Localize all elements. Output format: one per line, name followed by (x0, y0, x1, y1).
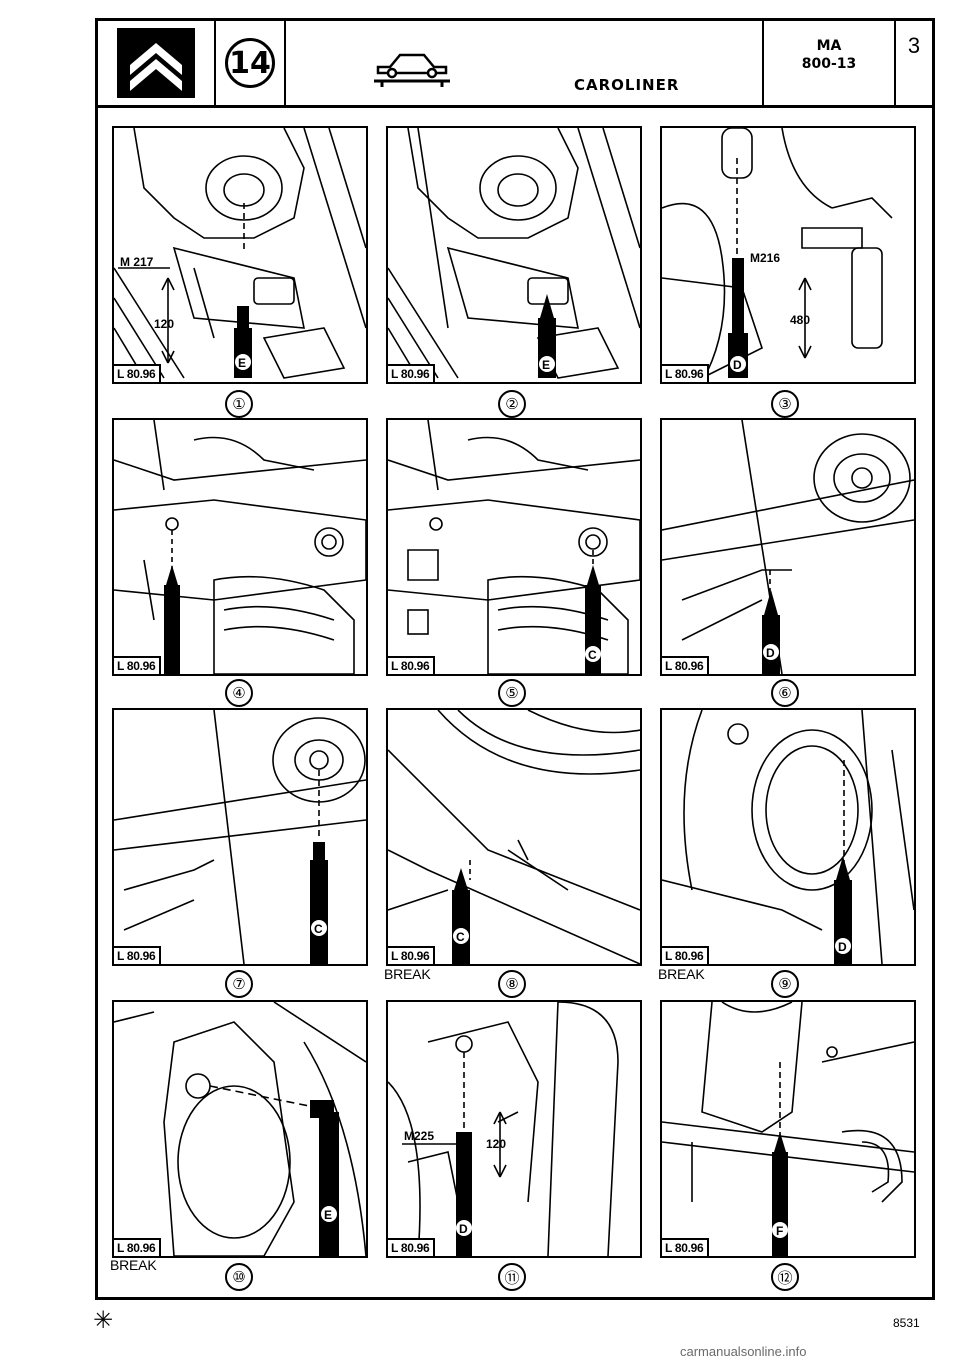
panel-8-drawing: C (388, 710, 640, 964)
title-cell: CAROLINER (286, 21, 764, 105)
asterisk-symbol: ✳ (93, 1306, 114, 1334)
code-line-2: 800-13 (801, 56, 857, 72)
panel-4-ref: L 80.96 (114, 656, 162, 674)
car-on-lift-icon (374, 53, 450, 87)
panel-6-tool-letter: D (766, 646, 775, 660)
panel-11-tool-letter: D (459, 1222, 468, 1236)
panel-3-tool-letter: D (733, 358, 742, 372)
panel-3-dimension: 480 (790, 313, 810, 327)
panel-5-drawing: C (388, 420, 640, 674)
code-line-1: MA (816, 38, 842, 54)
panel-10-tool-letter: E (324, 1208, 332, 1222)
panel-12-ref: L 80.96 (662, 1238, 710, 1256)
panel-7-ref: L 80.96 (114, 946, 162, 964)
citroen-logo-icon (117, 28, 195, 98)
panel-12: F L 80.96 (660, 1000, 916, 1258)
step-number-7: ⑦ (225, 970, 253, 998)
step-number-11: ⑪ (498, 1263, 526, 1291)
panel-8-note: BREAK (384, 966, 431, 982)
panel-9-note: BREAK (658, 966, 705, 982)
section-number: 14 (225, 38, 275, 88)
panel-5-ref: L 80.96 (388, 656, 436, 674)
section-number-cell: 14 (216, 21, 286, 105)
panel-1-ref: L 80.96 (114, 364, 162, 382)
panel-7: C L 80.96 (112, 708, 368, 966)
step-number-10: ⑩ (225, 1263, 253, 1291)
panel-1-tool-letter: E (238, 356, 246, 370)
panel-1-dimension: 120 (154, 317, 174, 331)
step-number-5: ⑤ (498, 679, 526, 707)
panel-3-tool-label: M216 (750, 251, 780, 265)
panel-5: C L 80.96 (386, 418, 642, 676)
panel-9-drawing: D (662, 710, 914, 964)
panel-11-drawing: D M225 120 (388, 1002, 619, 1256)
panel-11-dimension: 120 (486, 1137, 506, 1151)
panel-9-tool-letter: D (838, 940, 847, 954)
panel-2-ref: L 80.96 (388, 364, 436, 382)
panel-9: D L 80.96 (660, 708, 916, 966)
panel-2-drawing: E (388, 128, 640, 379)
panel-5-tool-letter: C (588, 648, 597, 662)
panel-12-drawing: F (662, 1002, 914, 1256)
doc-code-cell: MA 800-13 (764, 21, 896, 105)
panel-7-drawing: C (114, 710, 366, 964)
panel-3-ref: L 80.96 (662, 364, 710, 382)
page-title: CAROLINER (574, 76, 680, 94)
panel-1-drawing: M 217 120 E (114, 128, 366, 379)
panel-8: C L 80.96 (386, 708, 642, 966)
step-number-2: ② (498, 390, 526, 418)
panel-2: E L 80.96 (386, 126, 642, 384)
panel-11-tool-label: M225 (404, 1129, 434, 1143)
step-number-6: ⑥ (771, 679, 799, 707)
page-header: 14 CAROLINER MA 800-13 3 (95, 18, 935, 108)
panel-4: L 80.96 (112, 418, 368, 676)
illustration-frame (95, 108, 935, 1300)
step-number-8: ⑧ (498, 970, 526, 998)
step-number-1: ① (225, 390, 253, 418)
panel-3-drawing: D M216 480 (662, 128, 893, 382)
panel-11-ref: L 80.96 (388, 1238, 436, 1256)
panel-9-ref: L 80.96 (662, 946, 710, 964)
panel-6: D L 80.96 (660, 418, 916, 676)
panel-11: D M225 120 L 80.96 (386, 1000, 642, 1258)
panel-10-drawing: E (114, 1002, 366, 1256)
panel-10-note: BREAK (110, 1257, 157, 1273)
panel-2-tool-letter: E (542, 358, 550, 372)
document-code: 8531 (893, 1316, 920, 1330)
step-number-12: ⑫ (771, 1263, 799, 1291)
panel-3: D M216 480 L 80.96 (660, 126, 916, 384)
panel-10-ref: L 80.96 (114, 1238, 162, 1256)
brand-logo-cell (98, 21, 216, 105)
panel-12-tool-letter: F (776, 1224, 783, 1238)
panel-1: M 217 120 E L 80.96 (112, 126, 368, 384)
panel-1-tool-label: M 217 (120, 255, 154, 269)
step-number-9: ⑨ (771, 970, 799, 998)
page-number: 3 (907, 33, 921, 58)
panel-6-ref: L 80.96 (662, 656, 710, 674)
panel-8-tool-letter: C (456, 930, 465, 944)
step-number-4: ④ (225, 679, 253, 707)
panel-4-drawing (114, 420, 366, 674)
panel-8-ref: L 80.96 (388, 946, 436, 964)
panel-10: E L 80.96 (112, 1000, 368, 1258)
panel-7-tool-letter: C (314, 922, 323, 936)
panel-6-drawing: D (662, 420, 914, 674)
watermark-text: carmanualsonline.info (680, 1344, 807, 1359)
step-number-3: ③ (771, 390, 799, 418)
